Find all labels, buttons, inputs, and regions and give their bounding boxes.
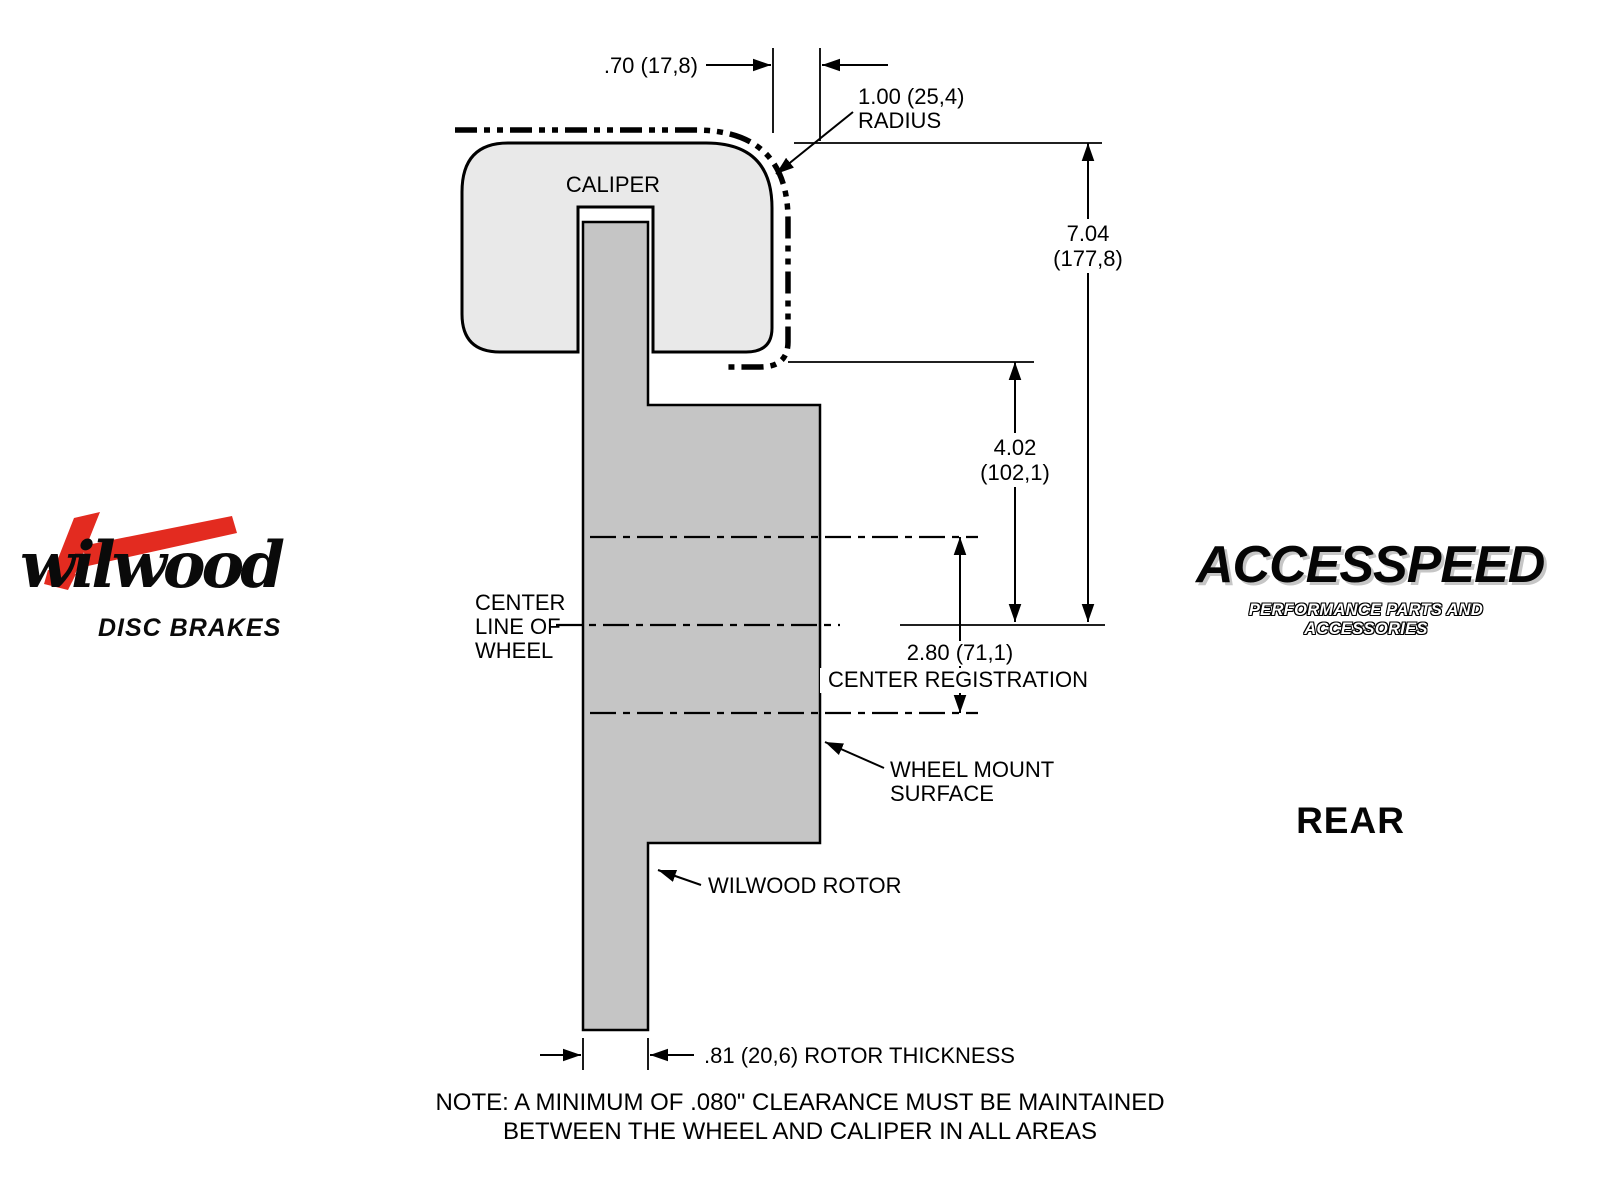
leader-arrow <box>824 741 885 769</box>
dim-text-backdrop <box>894 641 1026 666</box>
wilwood-logo: wilwood DISC BRAKES <box>18 512 318 647</box>
radius-value-text: 1.00 (25,4) <box>858 84 964 109</box>
caliper-to-center-in: 4.02 <box>994 435 1037 460</box>
red-streak <box>82 516 237 566</box>
rotor-label-text: WILWOOD ROTOR <box>708 873 902 898</box>
leader-arrow <box>657 869 702 886</box>
center-line-text-1: CENTER <box>475 590 565 615</box>
wheel-mount-text-2: SURFACE <box>890 781 994 806</box>
wheel-mount-text-1: WHEEL MOUNT <box>890 757 1054 782</box>
caliper-to-center-mm: (102,1) <box>980 460 1050 485</box>
red-slash <box>52 512 100 582</box>
callout-wheel-mount-surface: WHEEL MOUNT SURFACE <box>824 741 1054 806</box>
caliper-clearance-outline <box>455 127 791 370</box>
dim-text-backdrop <box>1042 219 1134 273</box>
dim-caliper-to-center: 4.02 (102,1) <box>788 361 1061 622</box>
dim-center-registration: 2.80 (71,1) CENTER REGISTRATION <box>820 537 1096 713</box>
accesspeed-wordmark: ACCESSPEED <box>1196 536 1545 594</box>
accesspeed-tagline: PERFORMANCE PARTS AND ACCESSORIES <box>1248 600 1484 638</box>
wilwood-red-swoosh-icon <box>44 512 237 590</box>
dim-rotor-thickness: .81 (20,6) ROTOR THICKNESS <box>540 1038 1015 1070</box>
callout-wilwood-rotor: WILWOOD ROTOR <box>657 869 902 898</box>
caliper: CALIPER <box>460 141 774 354</box>
wilwood-wordmark: wilwood <box>20 528 285 603</box>
dim-text-backdrop <box>969 433 1061 487</box>
dim-caliper-offset: .70 (17,8) <box>604 48 888 141</box>
overall-height-in: 7.04 <box>1067 221 1110 246</box>
center-registration-value: 2.80 (71,1) <box>907 640 1013 665</box>
radius-word-text: RADIUS <box>858 108 941 133</box>
label-center-line-of-wheel: CENTER LINE OF WHEEL <box>475 590 565 663</box>
rotor-thickness-text: .81 (20,6) ROTOR THICKNESS <box>704 1043 1015 1068</box>
wilwood-tagline: DISC BRAKES <box>98 614 282 642</box>
note-line-2: BETWEEN THE WHEEL AND CALIPER IN ALL ARE… <box>503 1118 1097 1145</box>
caliper-body <box>460 141 774 354</box>
accesspeed-logo: ACCESSPEED PERFORMANCE PARTS AND ACCESSO… <box>1196 536 1545 639</box>
red-flick <box>44 570 76 590</box>
note-line-1: NOTE: A MINIMUM OF .080" CLEARANCE MUST … <box>435 1089 1164 1116</box>
dim-text-backdrop <box>820 668 1096 693</box>
callout-radius: 1.00 (25,4) RADIUS <box>775 84 964 175</box>
center-line-text-3: WHEEL <box>475 638 553 663</box>
dim-caliper-offset-text: .70 (17,8) <box>604 53 698 78</box>
dim-overall-height: 7.04 (177,8) <box>794 142 1134 622</box>
center-registration-label: CENTER REGISTRATION <box>828 667 1088 692</box>
clearance-note: NOTE: A MINIMUM OF .080" CLEARANCE MUST … <box>435 1089 1164 1145</box>
caliper-label: CALIPER <box>566 172 660 197</box>
overall-height-mm: (177,8) <box>1053 246 1123 271</box>
center-line-text-2: LINE OF <box>475 614 561 639</box>
view-position-label: REAR <box>1296 800 1405 841</box>
